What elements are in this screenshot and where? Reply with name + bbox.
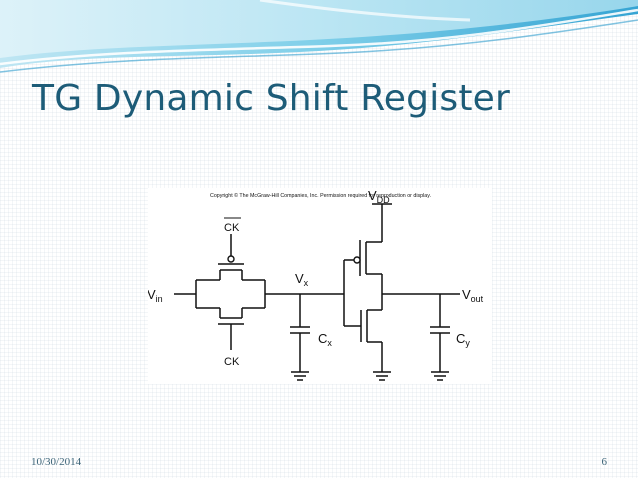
vx-label: Vx	[295, 271, 309, 288]
copyright-notice: Copyright © The McGraw-Hill Companies, I…	[210, 192, 431, 199]
page-number: 6	[601, 456, 608, 468]
vdd-label: VDD	[368, 188, 390, 205]
tg-shift-register-circuit-diagram: Copyright © The McGraw-Hill Companies, I…	[148, 188, 492, 384]
ck-label: CK	[224, 356, 240, 368]
cx-label: Cx	[318, 331, 332, 348]
header-wave-banner	[0, 0, 638, 73]
cy-label: Cy	[456, 331, 470, 348]
vout-label: Vout	[462, 287, 484, 304]
slide-title: TG Dynamic Shift Register	[32, 78, 511, 119]
footer-date: 10/30/2014	[31, 456, 82, 468]
ck-bar-label: CK	[224, 222, 240, 234]
vin-label: Vin	[148, 287, 163, 304]
